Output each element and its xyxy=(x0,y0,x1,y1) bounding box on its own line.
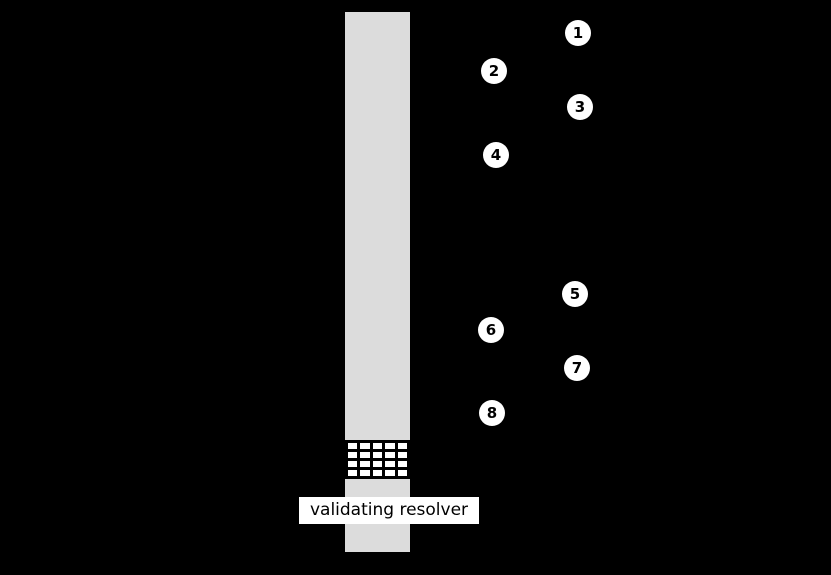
grid-cell xyxy=(397,443,407,449)
grid-cell xyxy=(348,461,358,467)
grid-cell xyxy=(372,443,383,449)
grid-cell xyxy=(348,452,358,458)
resolver-lifeline-bar xyxy=(345,12,410,440)
grid-cell xyxy=(385,443,395,449)
step-marker-1: 1 xyxy=(565,20,591,46)
grid-cell xyxy=(372,470,383,476)
grid-cell xyxy=(397,470,407,476)
grid-cell xyxy=(385,452,395,458)
step-marker-7: 7 xyxy=(564,355,590,381)
grid-cell xyxy=(348,470,358,476)
step-marker-3: 3 xyxy=(567,94,593,120)
grid-cell xyxy=(360,461,370,467)
grid-cell xyxy=(360,470,370,476)
grid-cell xyxy=(360,443,370,449)
validating-resolver-label: validating resolver xyxy=(299,497,479,524)
grid-cell xyxy=(348,443,358,449)
step-marker-4: 4 xyxy=(483,142,509,168)
grid-cell xyxy=(372,452,383,458)
grid-cell xyxy=(397,461,407,467)
hatched-grid-section xyxy=(345,440,410,479)
grid-cell xyxy=(385,470,395,476)
grid-cell xyxy=(372,461,383,467)
grid-cell xyxy=(360,452,370,458)
grid-cell xyxy=(385,461,395,467)
step-marker-6: 6 xyxy=(478,317,504,343)
grid-cell xyxy=(397,452,407,458)
step-marker-5: 5 xyxy=(562,281,588,307)
step-marker-2: 2 xyxy=(481,58,507,84)
step-marker-8: 8 xyxy=(479,400,505,426)
